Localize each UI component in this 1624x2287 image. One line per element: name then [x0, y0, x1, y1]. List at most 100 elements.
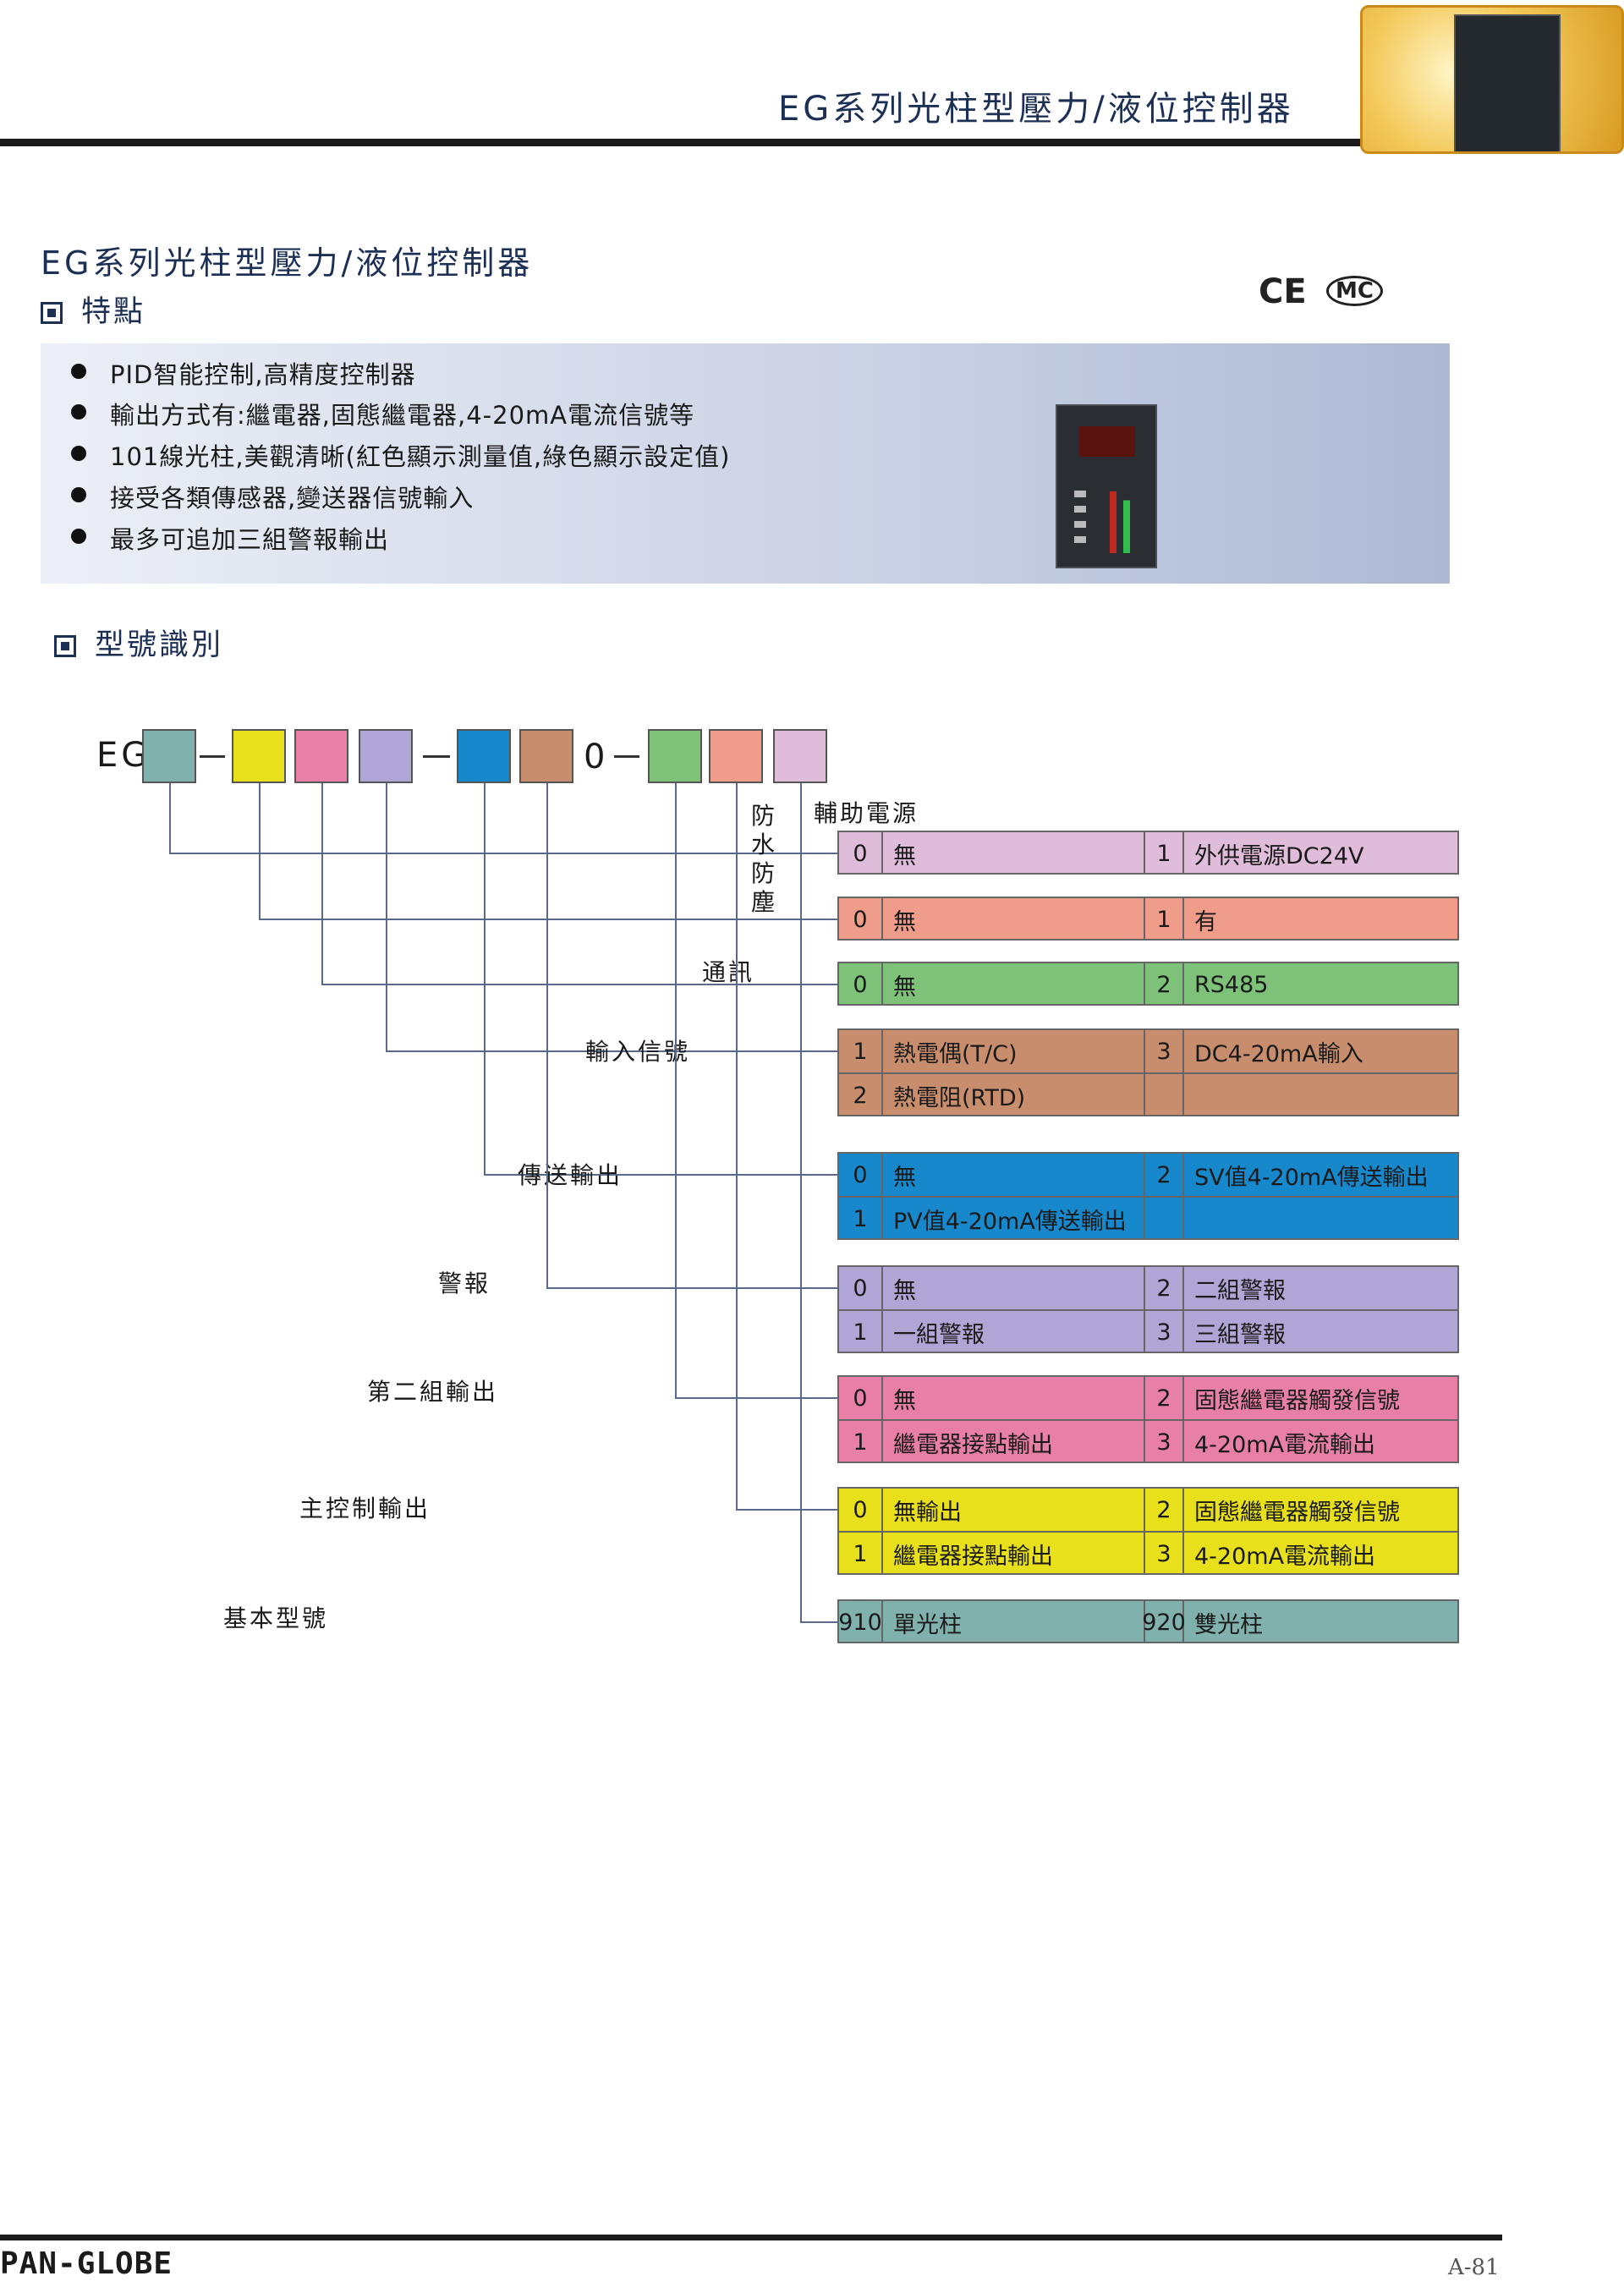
- option-code: 0: [839, 1377, 883, 1419]
- connector-line: [546, 783, 548, 1287]
- model-fixed-digit: 0: [584, 738, 606, 776]
- model-code-slot: [232, 729, 286, 783]
- option-description: 無: [893, 973, 916, 1001]
- option-code: 2: [1144, 1377, 1184, 1419]
- option-description: 繼電器接點輸出: [893, 1431, 1053, 1458]
- connector-line: [259, 783, 261, 919]
- option-row: 0 無輸出 2 固態繼電器觸發信號: [839, 1489, 1457, 1531]
- connector-line: [169, 783, 171, 853]
- connector-line: [386, 783, 387, 1050]
- feature-item: 最多可追加三組警報輸出: [70, 520, 389, 556]
- option-description: PV值4-20mA傳送輸出: [893, 1208, 1127, 1235]
- option-code: 1: [1144, 832, 1184, 875]
- option-code: 2: [1144, 1489, 1184, 1531]
- option-code: 2: [1144, 963, 1184, 1006]
- footer-divider: [0, 2235, 1502, 2240]
- model-dash: [614, 755, 639, 758]
- model-dash: [200, 755, 225, 758]
- model-heading: 型號識別: [54, 621, 223, 664]
- option-description: 熱電阻(RTD): [893, 1084, 1026, 1111]
- option-description: 單光柱: [893, 1611, 962, 1638]
- model-code-slot: [457, 729, 511, 783]
- option-code: [1144, 1074, 1184, 1116]
- option-description: RS485: [1194, 971, 1269, 998]
- option-code: 1: [839, 1198, 883, 1240]
- model-code-slot: [648, 729, 702, 783]
- option-description: 無: [893, 1387, 916, 1414]
- option-description: 有: [1194, 908, 1217, 935]
- option-description: 外供電源DC24V: [1194, 842, 1364, 869]
- connector-line: [169, 853, 837, 854]
- feature-item: 接受各類傳感器,變送器信號輸入: [70, 479, 474, 514]
- option-code: 0: [839, 898, 883, 941]
- option-code: 2: [1144, 1267, 1184, 1309]
- option-code: [1144, 1198, 1184, 1240]
- option-code: 920: [1142, 1601, 1186, 1643]
- feature-panel: PID智能控制,高精度控制器 輸出方式有:繼電器,固態繼電器,4-20mA電流信…: [41, 343, 1450, 584]
- option-code: 3: [1144, 1421, 1184, 1463]
- option-description: 繼電器接點輸出: [893, 1543, 1053, 1570]
- section-square-icon: [41, 302, 63, 324]
- feature-item: 101線光柱,美觀清晰(紅色顯示測量值,綠色顯示設定值): [70, 437, 730, 473]
- option-description: 4-20mA電流輸出: [1194, 1543, 1376, 1570]
- model-code-slot: [142, 729, 196, 783]
- connector-line: [800, 1621, 837, 1623]
- option-code: 3: [1144, 1533, 1184, 1575]
- option-code: 0: [839, 1489, 883, 1531]
- option-description: SV值4-20mA傳送輸出: [1194, 1164, 1429, 1191]
- category-label: 輸入信號: [585, 1038, 691, 1066]
- header-divider: [0, 139, 1370, 146]
- option-code: 1: [839, 1030, 883, 1072]
- option-description: 4-20mA電流輸出: [1194, 1431, 1376, 1458]
- model-prefix: EG: [96, 736, 151, 775]
- option-description: 熱電偶(T/C): [893, 1040, 1018, 1067]
- header-product-photo: [1360, 5, 1624, 154]
- option-code: 0: [839, 832, 883, 875]
- section-square-icon: [54, 635, 76, 657]
- option-code: 1: [839, 1421, 883, 1463]
- category-label: 基本型號: [223, 1604, 329, 1632]
- feature-item: PID智能控制,高精度控制器: [71, 355, 416, 391]
- connector-line: [675, 783, 677, 1397]
- category-label: 警報: [438, 1270, 491, 1297]
- option-description: 無輸出: [893, 1499, 962, 1526]
- option-code: 0: [839, 1267, 883, 1309]
- model-code-slot: [294, 729, 348, 783]
- feature-item: 輸出方式有:繼電器,固態繼電器,4-20mA電流信號等: [70, 396, 694, 431]
- option-row: 2 熱電阻(RTD): [839, 1072, 1457, 1116]
- category-label: 防水防塵: [751, 802, 776, 916]
- option-description: 固態繼電器觸發信號: [1194, 1387, 1400, 1414]
- category-label: 傳送輸出: [518, 1161, 623, 1189]
- category-label: 第二組輸出: [367, 1378, 499, 1406]
- category-label: 通訊: [702, 958, 755, 986]
- option-code: 2: [839, 1074, 883, 1116]
- connector-line: [386, 1050, 837, 1052]
- option-description: 雙光柱: [1194, 1611, 1263, 1638]
- connector-line: [484, 783, 486, 1174]
- option-code: 3: [1144, 1030, 1184, 1072]
- features-heading: 特點: [41, 288, 145, 331]
- connector-line: [736, 1509, 837, 1511]
- model-code-slot: [359, 729, 413, 783]
- option-code: 0: [839, 963, 883, 1006]
- model-code-slot: [709, 729, 763, 783]
- product-device-image: [1056, 404, 1157, 568]
- ce-mark-icon: CE: [1259, 272, 1307, 311]
- option-description: 固態繼電器觸發信號: [1194, 1499, 1400, 1526]
- model-code-slot: [773, 729, 827, 783]
